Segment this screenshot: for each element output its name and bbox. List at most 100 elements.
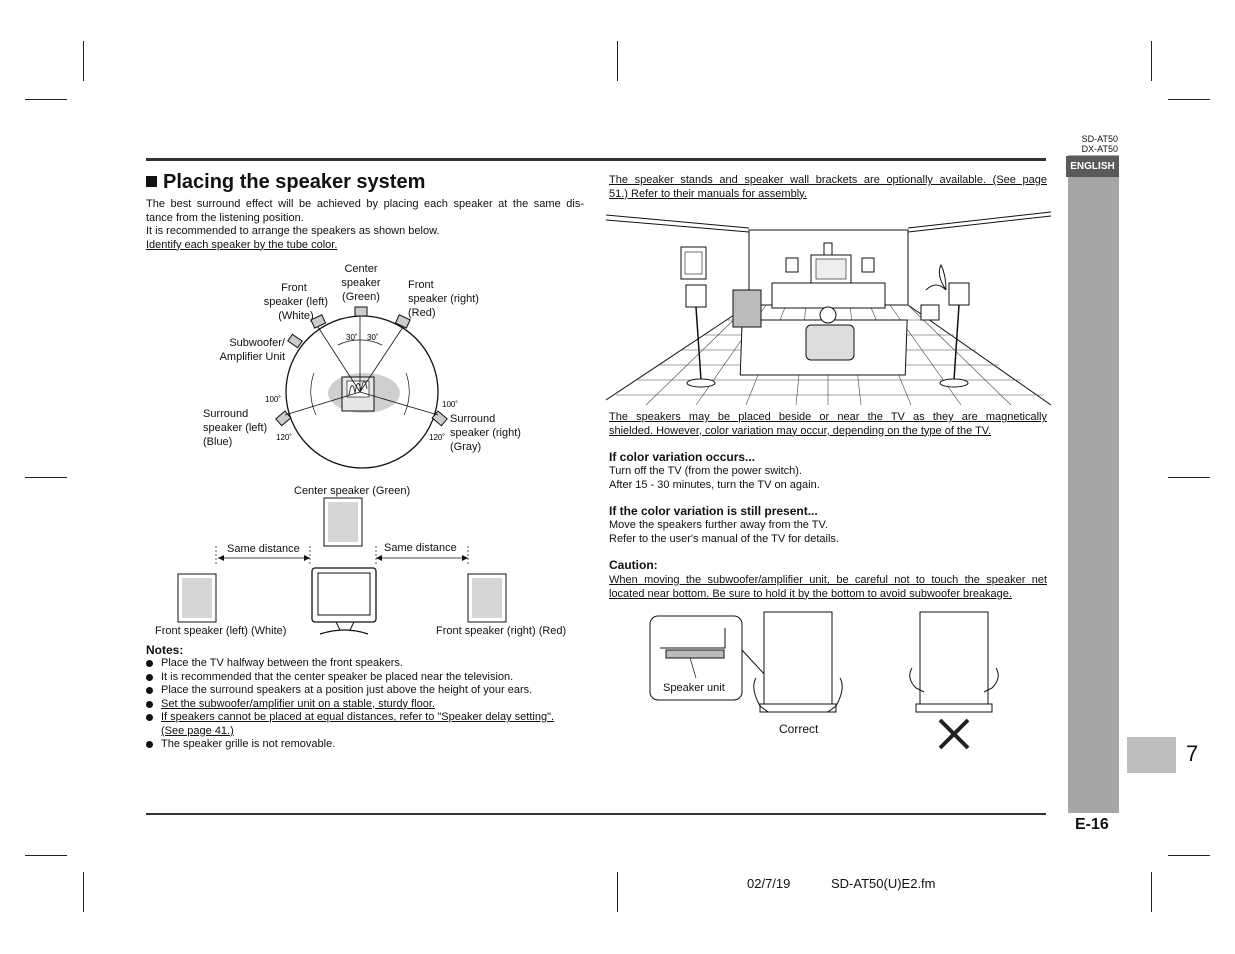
section-heading: Placing the speaker system [146,171,425,194]
crop-mark [83,872,84,912]
center-speaker-caption: Center speaker (Green) [294,485,411,497]
label-line: (White) [278,310,314,322]
text-line: 51.) Refer to their manuals for assembly… [609,187,807,200]
stands-note: The speaker stands and speaker wall brac… [609,174,1047,201]
subwoofer-label: Subwoofer/ Amplifier Unit [205,336,285,364]
label-line: speaker (right) [408,293,479,305]
crop-mark [1168,99,1210,100]
center-speaker-label: Center speaker (Green) [330,262,392,304]
text-line: shielded. However, color variation may o… [609,424,992,437]
shield-note: The speakers may be placed beside or nea… [609,411,1047,438]
text-line: Turn off the TV (from the power switch). [609,465,802,477]
list-item: Set the subwoofer/amplifier unit on a st… [146,698,586,712]
label-line: Center [344,263,378,275]
crop-mark [25,477,67,478]
bullet-icon [146,714,153,721]
angle-label: 120˚ [276,433,292,442]
note-text: Place the TV halfway between the front s… [161,657,403,669]
angle-label: 30˚ [367,333,379,342]
section-title: Placing the speaker system [163,171,426,193]
chapter-number: 7 [1186,741,1199,766]
print-date: 02/7/19 [747,876,791,891]
list-item: If speakers cannot be placed at equal di… [146,711,586,738]
note-text: Place the surround speakers at a positio… [161,684,533,696]
crop-mark [1168,477,1210,478]
still-present-heading: If the color variation is still present.… [609,504,818,518]
surround-right-label: Surround speaker (right) (Gray) [450,412,540,454]
label-line: speaker (left) [263,296,328,308]
list-item: The speaker grille is not removable. [146,738,586,752]
front-left-label: Front speaker (left) (White) [252,281,328,323]
bullet-icon [146,700,153,708]
angle-label: 100˚ [265,395,281,404]
bullet-icon [146,673,153,681]
text-line: The speakers may be placed beside or nea… [609,411,1047,423]
note-text: If speakers cannot be placed at equal di… [161,711,555,723]
color-variation-heading: If color variation occurs... [609,450,756,464]
bullet-icon [146,687,153,694]
file-name: SD-AT50(U)E2.fm [831,876,936,891]
bullet-icon [146,741,153,748]
list-item: It is recommended that the center speake… [146,671,586,685]
list-item: Place the TV halfway between the front s… [146,657,586,671]
label-line: speaker (left) [203,422,268,434]
same-distance-diagram [177,497,507,635]
crop-mark [25,855,67,856]
angle-label: 120˚ [429,433,445,442]
same-distance-label: Same distance [384,542,457,554]
intro-line: It is recommended to arrange the speaker… [146,225,440,237]
text-line: After 15 - 30 minutes, turn the TV on ag… [609,478,820,491]
angle-label: 30˚ [346,333,358,342]
room-illustration [606,211,1051,406]
speaker-layout-circle-diagram: 30˚ 30˚ 100˚ 100˚ 120˚ 120˚ [265,306,458,469]
subwoofer-handling-illustration [649,611,999,750]
front-left-caption: Front speaker (left) (White) [155,625,287,637]
label-line: Amplifier Unit [219,351,285,363]
color-variation-text: Turn off the TV (from the power switch).… [609,465,820,492]
intro-text: The best surround effect will be achieve… [146,198,584,252]
top-rule [146,158,1046,161]
note-text: The speaker grille is not removable. [161,738,336,750]
crop-mark [1151,872,1152,912]
model-number: SD-AT50 [1081,134,1118,144]
intro-line: The best surround effect will be achieve… [146,198,584,210]
crop-mark [83,41,84,81]
text-line: Refer to the user's manual of the TV for… [609,532,839,545]
text-line: Move the speakers further away from the … [609,519,828,531]
label-line: (Gray) [450,441,482,453]
front-right-caption: Front speaker (right) (Red) [436,625,567,637]
language-tab: ENGLISH [1066,156,1119,177]
text-line: When moving the subwoofer/amplifier unit… [609,574,1047,586]
label-line: Surround [203,408,249,420]
list-item: Place the surround speakers at a positio… [146,684,586,698]
notes-title: Notes: [146,643,184,657]
label-line: speaker [341,277,381,289]
square-bullet-icon [146,176,157,187]
note-text: Set the subwoofer/amplifier unit on a st… [161,697,435,710]
crop-mark [25,99,67,100]
bullet-icon [146,660,153,667]
speaker-unit-label: Speaker unit [663,682,725,694]
bottom-rule [146,813,1046,815]
label-line: Surround [450,413,496,425]
crop-mark [617,872,618,912]
label-line: Front [281,282,307,294]
same-distance-label: Same distance [227,543,300,555]
intro-line: Identify each speaker by the tube color. [146,238,338,251]
label-line: Front [408,279,434,291]
intro-line: tance from the listening position. [146,211,304,224]
label-line: (Green) [342,291,380,303]
page-number: E-16 [1075,816,1109,833]
label-line: (Blue) [203,436,233,448]
side-bar [1068,155,1119,813]
crop-mark [1168,855,1210,856]
note-text: It is recommended that the center speake… [161,670,514,683]
chapter-tab [1127,737,1176,773]
label-line: (Red) [408,307,436,319]
text-line: located near bottom. Be sure to hold it … [609,587,1012,600]
angle-label: 100˚ [442,400,458,409]
notes-list: Place the TV halfway between the front s… [146,657,586,752]
crop-mark [617,41,618,81]
text-line: The speaker stands and speaker wall brac… [609,174,1047,186]
correct-label: Correct [779,722,819,736]
